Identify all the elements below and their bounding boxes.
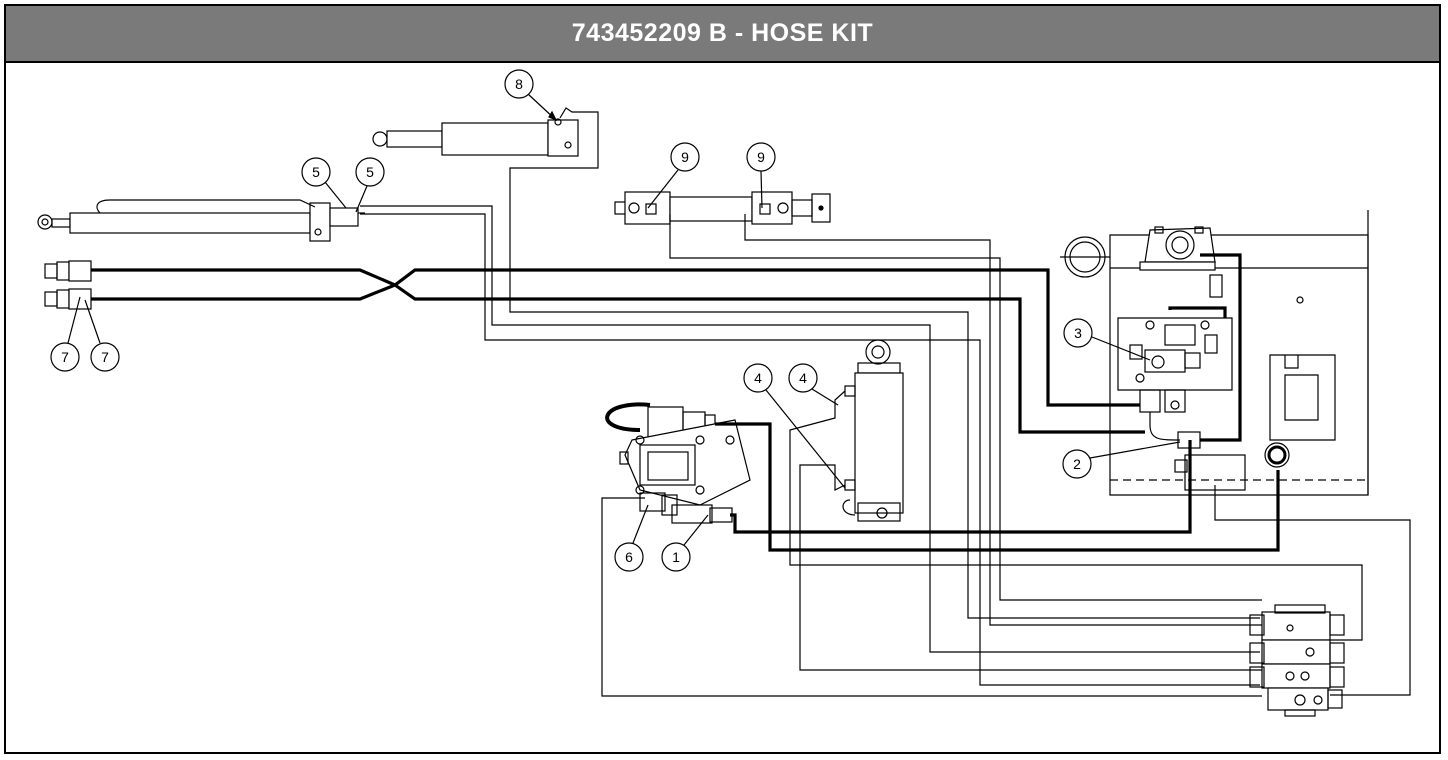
tank-pump — [1139, 226, 1242, 442]
callout-2: 2 — [1073, 456, 1081, 472]
callout-1: 1 — [672, 549, 680, 565]
callout-4b: 4 — [799, 370, 807, 386]
callout-7b: 7 — [101, 349, 109, 365]
callout-labels: 8 5 5 9 9 7 7 3 4 4 2 6 1 — [61, 76, 1082, 565]
control-valve — [1117, 306, 1233, 449]
item-7-fittings — [44, 260, 92, 310]
hydraulic-tank — [1060, 210, 1411, 696]
callout-5b: 5 — [366, 164, 374, 180]
callout-3: 3 — [1074, 325, 1082, 341]
callout-9b: 9 — [757, 149, 765, 165]
valve-bank — [1249, 604, 1345, 717]
title-bar: 743452209 B - HOSE KIT — [6, 6, 1439, 63]
callouts — [50, 69, 1181, 572]
callout-6: 6 — [625, 549, 633, 565]
main-pump — [601, 402, 1280, 697]
callout-4a: 4 — [754, 370, 762, 386]
page-title: 743452209 B - HOSE KIT — [571, 19, 874, 47]
small-cylinder — [372, 107, 1260, 619]
center-cylinder — [614, 191, 1262, 626]
callout-5a: 5 — [312, 164, 320, 180]
boom-cylinder — [37, 199, 1260, 686]
pressure-hoses — [91, 268, 1145, 434]
callout-9a: 9 — [681, 149, 689, 165]
filter-canister — [789, 339, 1363, 671]
callout-8: 8 — [515, 76, 523, 92]
callout-7a: 7 — [61, 349, 69, 365]
